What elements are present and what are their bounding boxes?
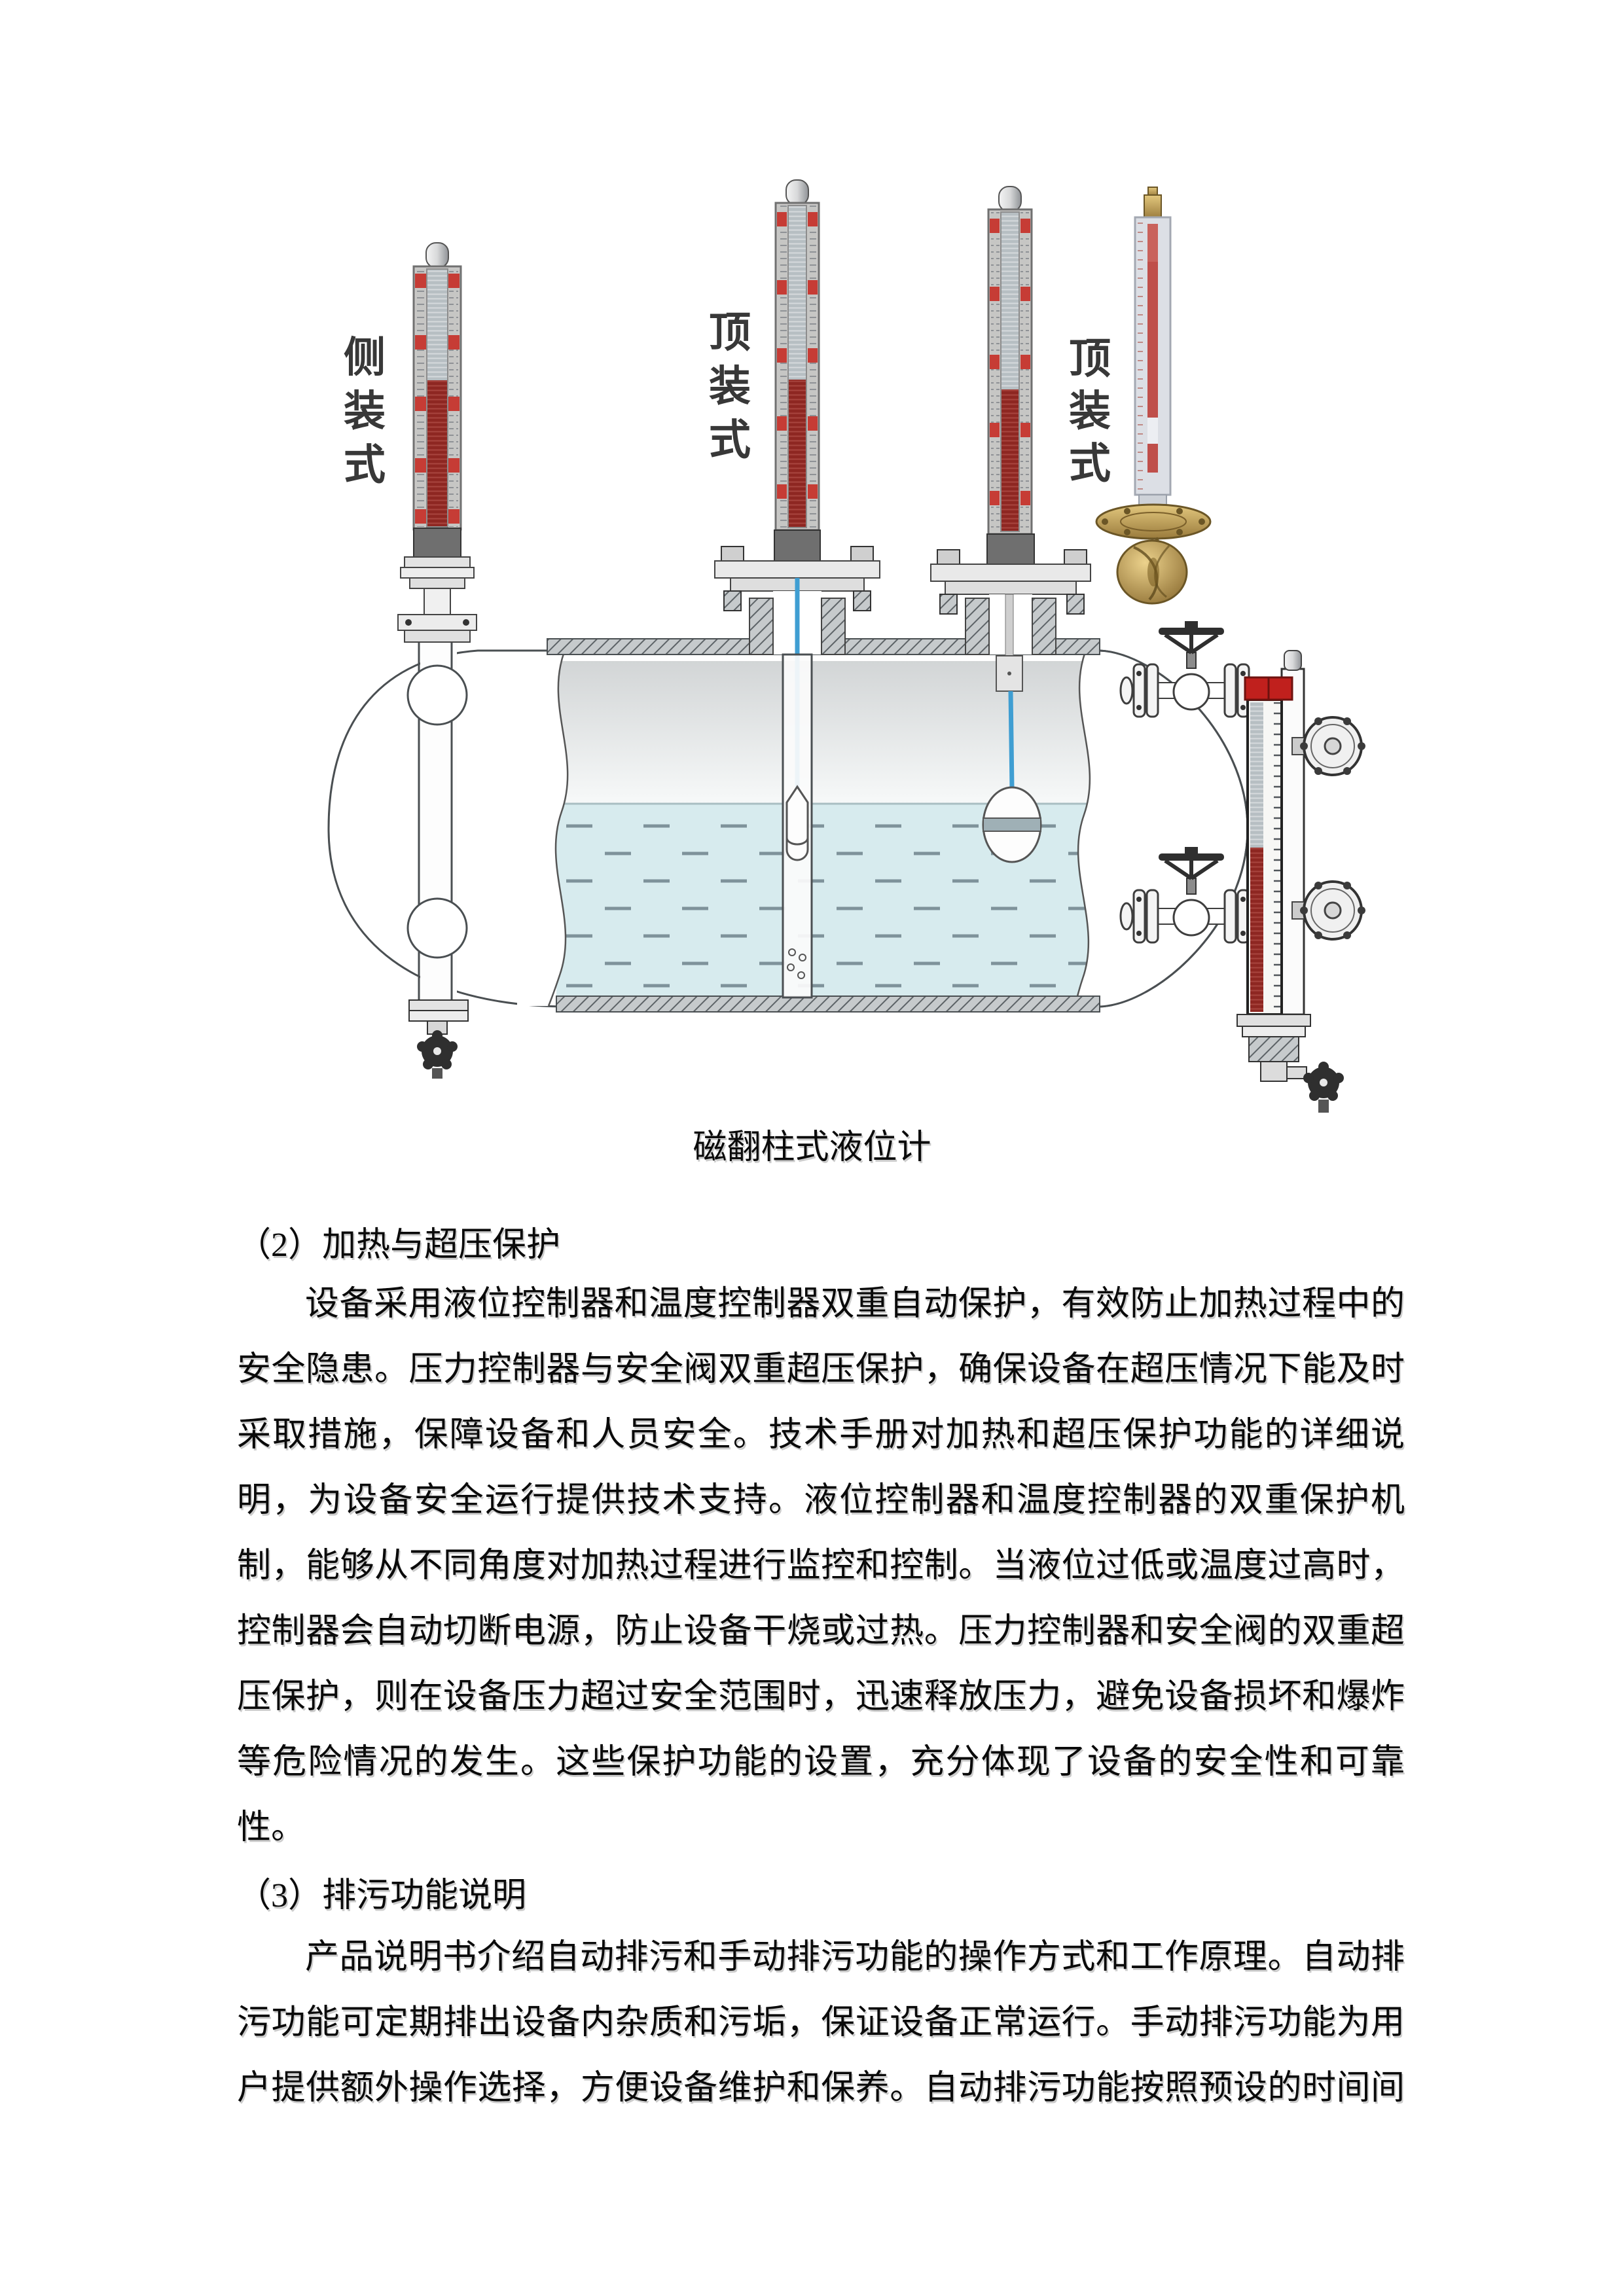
paragraph-line: 性。 — [237, 1809, 306, 1846]
paragraph-line: 压保护，则在设备压力超过安全范围时，迅速释放压力，避免设备损坏和爆炸 — [237, 1678, 1405, 1715]
standpipe-port-upper — [406, 664, 468, 726]
scale-number-chips — [990, 219, 1030, 505]
red-indicator — [1001, 389, 1019, 531]
svg-text:侧: 侧 — [344, 334, 386, 381]
drain-valve-left — [408, 999, 469, 1079]
product-gauge-with-float — [1095, 187, 1212, 605]
svg-text:装: 装 — [709, 363, 751, 410]
red-indicator — [1250, 848, 1263, 1012]
paragraph-line: 户提供额外操作选择，方便设备维护和保养。自动排污功能按照预设的时间间 — [237, 2070, 1405, 2107]
section-heading-2: （2）加热与超压保护 — [237, 1227, 561, 1264]
svg-text:顶: 顶 — [1069, 336, 1111, 382]
capsule-float — [785, 785, 809, 861]
bypass-chamber — [1280, 668, 1305, 1016]
paragraph-line: 产品说明书介绍自动排污和手动排污功能的操作方式和工作原理。自动排 — [305, 1939, 1405, 1976]
paragraph-line: 采取措施，保障设备和人员安全。技术手册对加热和超压保护功能的详细说 — [237, 1416, 1405, 1454]
red-indicator — [788, 380, 806, 528]
top-mounted-label-1: 顶 装 式 — [709, 310, 751, 463]
svg-text:式: 式 — [709, 417, 751, 463]
upper-isolation-valve — [1121, 621, 1249, 717]
gold-flange — [1095, 503, 1212, 540]
top-mounted-gauge-1 — [714, 179, 880, 999]
float-cable — [1008, 691, 1015, 789]
level-gauge-diagram: 侧 装 式 — [327, 179, 1367, 1113]
paragraph-line: 明，为设备安全运行提供技术支持。液位控制器和温度控制器的双重保护机 — [237, 1482, 1405, 1519]
side-mounted-gauge — [397, 242, 477, 1079]
red-indicator — [427, 380, 448, 527]
figure-caption: 磁翻柱式液位计 — [693, 1129, 931, 1166]
tank-bottom-wall — [556, 996, 1100, 1013]
gauge-cap — [785, 179, 809, 206]
bubbles — [787, 948, 806, 979]
paragraph-line: 设备采用液位控制器和温度控制器双重自动保护，有效防止加热过程中的 — [305, 1285, 1405, 1323]
standpipe-port-lower — [406, 897, 468, 959]
section-heading-3: （3）排污功能说明 — [237, 1877, 527, 1914]
red-stripe — [1147, 262, 1158, 418]
svg-text:顶: 顶 — [709, 310, 751, 356]
svg-text:装: 装 — [344, 388, 386, 435]
paragraph-line: 制，能够从不同角度对加热过程进行监控和控制。当液位过低或温度过高时， — [237, 1547, 1405, 1585]
gauge-cap — [425, 242, 449, 268]
top-mounted-gauge-2 — [930, 186, 1091, 863]
paragraph-line: 控制器会自动切断电源，防止设备干烧或过热。压力控制器和安全阀的双重超 — [237, 1613, 1405, 1650]
paragraph-line: 污功能可定期排出设备内杂质和污垢，保证设备正常运行。手动排污功能为用 — [237, 2004, 1405, 2041]
top-mounted-label-2: 顶 装 式 — [1069, 336, 1111, 487]
svg-text:式: 式 — [344, 442, 386, 488]
scale-strip — [1266, 702, 1280, 1012]
bypass-drain — [1236, 1014, 1344, 1113]
cutaway-line-right — [1074, 651, 1091, 1007]
paragraph-line: 等危险情况的发生。这些保护功能的设置，充分体现了设备的安全性和可靠 — [237, 1744, 1405, 1781]
cutaway-line-left — [547, 651, 569, 1007]
scale-number-chips — [777, 212, 818, 499]
side-mounted-label: 侧 装 式 — [344, 334, 386, 488]
scale-number-chips — [415, 274, 460, 524]
svg-text:装: 装 — [1069, 388, 1111, 435]
bypass-gauge-assembly — [1121, 621, 1367, 1113]
svg-text:式: 式 — [1069, 440, 1111, 487]
paragraph-line: 安全隐患。压力控制器与安全阀双重超压保护，确保设备在超压情况下能及时 — [237, 1351, 1405, 1388]
gauge-cap — [998, 186, 1022, 212]
